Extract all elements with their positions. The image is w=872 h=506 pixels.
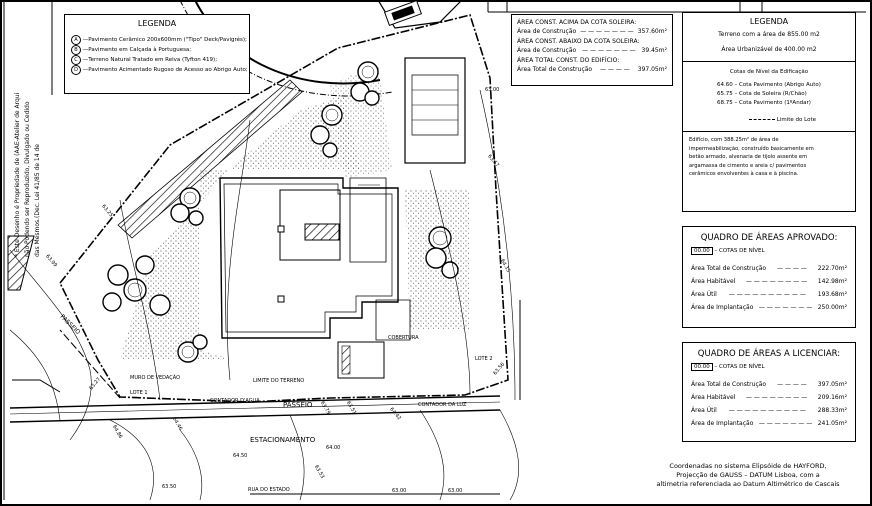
wall-label: MURO DE VEDAÇÃO	[130, 375, 181, 381]
cover-label: COBERTURA	[388, 335, 419, 341]
level-row-1: 64.60 – Cota Pavimento (Abrigo Auto)	[717, 82, 821, 88]
legend-item-c: C —Terreno Natural Tratado em Relva (Tyf…	[71, 55, 243, 65]
level-8: 64.50	[233, 453, 248, 459]
level-1: 63.00	[485, 87, 500, 93]
legend-left-title: LEGENDA	[137, 19, 177, 28]
approved-row-implantation: Área de Implantação— — — — — — —250.00m²	[691, 304, 847, 311]
licensing-tag: 00.00 – COTAS DE NÍVEL	[691, 363, 847, 372]
legend-item-b: B —Pavimento em Calçada à Portuguesa;	[71, 45, 243, 55]
lawn-west	[120, 95, 360, 360]
areas-above-title: ÁREA CONST. ACIMA DA COTA SOLEIRA:	[517, 19, 637, 26]
pool	[404, 57, 466, 164]
legend-right: LEGENDA Terreno com a área de 855.00 m2 …	[682, 12, 856, 212]
cover	[375, 299, 411, 341]
driveway-hatch	[117, 79, 303, 239]
level-row-2: 65.75 – Cota de Soleira (R/Chão)	[717, 91, 807, 97]
licensing-title: QUADRO DE ÁREAS A LICENCIAR:	[697, 349, 841, 359]
neighbour-hatch	[7, 235, 35, 291]
stair-hatch	[304, 223, 340, 241]
impermeable-note: Edifício, com 388.25m² de área de imperm…	[689, 137, 814, 177]
garage	[349, 177, 387, 263]
lot-limit-legend: Limite do Lote	[749, 116, 849, 125]
level-10: 63.50	[162, 484, 177, 490]
legend-left: LEGENDA A —Pavimento Cerâmico 200x600mm …	[64, 14, 250, 94]
level-14: 63.00	[448, 488, 463, 494]
power-meter-label: CONTADOR DA LUZ	[418, 402, 467, 408]
level-13: 63.00	[392, 488, 407, 494]
lot1-label: LOTE 1	[130, 390, 148, 396]
licensing-row-total: Área Total de Construção— — — —397.05m²	[691, 381, 847, 388]
street-name-label: RUA DO ESTADO	[248, 487, 290, 493]
lawn-north	[330, 62, 392, 178]
approved-tag: 00.00 – COTAS DE NÍVEL	[691, 247, 847, 256]
areas-total-row: Área Total de Construção— — — —397.05m²	[517, 66, 667, 73]
licensing-areas-table: QUADRO DE ÁREAS A LICENCIAR: 00.00 – COT…	[682, 342, 856, 442]
legend-right-title: LEGENDA	[749, 17, 789, 26]
urban-area: Área Urbanizável de 400.00 m2	[721, 46, 817, 53]
areas-below-row: Área de Construção— — — — — — —39.45m²	[517, 47, 667, 54]
areas-above-row: Área de Construção— — — — — — —357.60m²	[517, 28, 667, 35]
approved-row-useful: Área Útil— — — — — — — — — —193.68m²	[691, 291, 847, 298]
level-9: 64.00	[326, 445, 341, 451]
approved-row-total: Área Total de Construção— — — —222.70m²	[691, 265, 847, 272]
lot-limit	[59, 14, 509, 403]
street-edge	[9, 395, 501, 409]
lot2-label: LOTE 2	[475, 356, 493, 362]
copyright-note: * Este Desenho é Propriedade de (AAE-Ate…	[14, 92, 41, 257]
terrain-area: Terreno com a área de 855.00 m2	[718, 31, 820, 38]
licensing-row-implantation: Área de Implantação— — — — — — —241.05m²	[691, 420, 847, 427]
water-meter-label: CONTADOR D'AGUA	[210, 398, 260, 404]
inner-room	[279, 189, 341, 261]
approved-title: QUADRO DE ÁREAS APROVADO:	[700, 233, 838, 243]
legend-item-a: A —Pavimento Cerâmico 200x600mm ("Tipo" …	[71, 35, 247, 45]
areas-total-title: ÁREA TOTAL CONST. DO EDIFÍCIO:	[517, 57, 620, 64]
approved-row-habitable: Área Habitável— — — — — — — —142.98m²	[691, 278, 847, 285]
level-row-3: 68.75 – Cota Pavimento (1ºAndar)	[717, 100, 811, 106]
sidewalk-label: PASSEIO	[283, 401, 313, 409]
coordinates-note: Coordenadas no sistema Elipsóide de HAYF…	[656, 462, 840, 488]
limit-label: LIMITE DO TERRENO	[253, 378, 305, 384]
parking-label: ESTACIONAMENTO	[250, 436, 316, 444]
licensing-row-useful: Área Útil— — — — — — — — — —288.33m²	[691, 407, 847, 414]
areas-below-title: ÁREA CONST. ABAIXO DA COTA SOLEIRA:	[517, 38, 640, 45]
licensing-row-habitable: Área Habitável— — — — — — — —209.16m²	[691, 394, 847, 401]
legend-item-d: D —Pavimento Acimentado Rugoso de Acesso…	[71, 65, 248, 75]
approved-areas-table: QUADRO DE ÁREAS APROVADO: 00.00 – COTAS …	[682, 226, 856, 328]
house-outline	[219, 177, 399, 339]
areas-summary: ÁREA CONST. ACIMA DA COTA SOLEIRA: Área …	[511, 14, 673, 86]
levels-title: Cotas de Nível da Edificação	[729, 69, 809, 75]
trees	[102, 61, 459, 363]
